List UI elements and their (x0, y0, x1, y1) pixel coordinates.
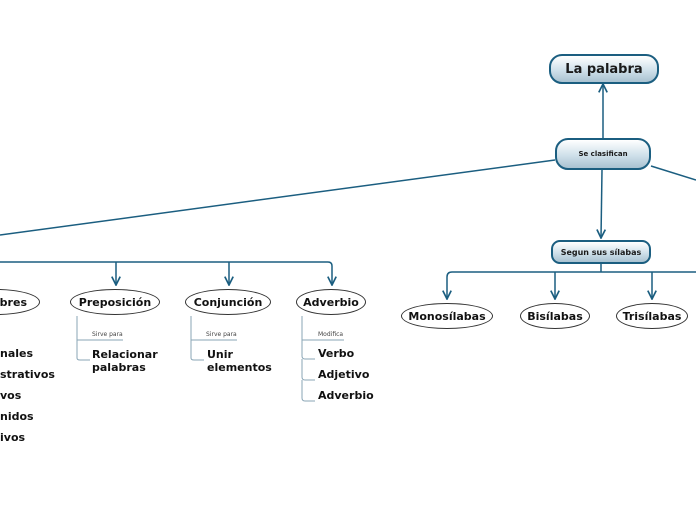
nombres-leaf-2[interactable]: strativos (0, 368, 55, 381)
trisilabas-node[interactable]: Trisílabas (616, 303, 688, 329)
edge-syllables-bus (447, 264, 696, 299)
adv-leaf-adverbio[interactable]: Adverbio (318, 389, 374, 402)
adverbio-node[interactable]: Adverbio (296, 289, 366, 315)
edge-adv-leaf-1 (301, 340, 315, 360)
conjuncion-node[interactable]: Conjunción (185, 289, 271, 315)
nombres-leaf-1[interactable]: nales (0, 347, 34, 360)
preposicion-node[interactable]: Preposición (70, 289, 160, 315)
edge-classify-right (650, 165, 696, 181)
edge-classify-syllables (601, 169, 602, 238)
adv-leaf-verbo[interactable]: Verbo (318, 347, 355, 360)
monosilabas-node[interactable]: Monosílabas (401, 303, 493, 329)
edge-left-bus (0, 261, 332, 285)
nombres-leaf-5[interactable]: ivos (0, 431, 26, 444)
nombres-leaf-4[interactable]: nidos (0, 410, 34, 423)
classify-node[interactable]: Se clasifican (555, 138, 651, 170)
root-node[interactable]: La palabra (549, 54, 659, 84)
syllables-node[interactable]: Segun sus sílabas (551, 240, 651, 264)
edge-prep-leaf (76, 340, 90, 361)
prep-leaf[interactable]: Relacionar palabras (92, 348, 158, 374)
edge-adv-leaf-2 (301, 359, 315, 381)
adv-leaf-adjetivo[interactable]: Adjetivo (318, 368, 370, 381)
nombres-leaf-3[interactable]: vos (0, 389, 22, 402)
conj-note: Sirve para (206, 331, 237, 338)
edge-classify-left (0, 159, 556, 236)
edge-adv-leaf-3 (301, 380, 315, 402)
edge-conj-leaf (190, 340, 204, 361)
conj-leaf[interactable]: Unir elementos (207, 348, 272, 374)
adv-note: Modifica (318, 331, 344, 338)
nombres-label: Nombres (0, 295, 27, 309)
bisilabas-node[interactable]: Bisílabas (520, 303, 590, 329)
prep-note: Sirve para (92, 331, 123, 338)
